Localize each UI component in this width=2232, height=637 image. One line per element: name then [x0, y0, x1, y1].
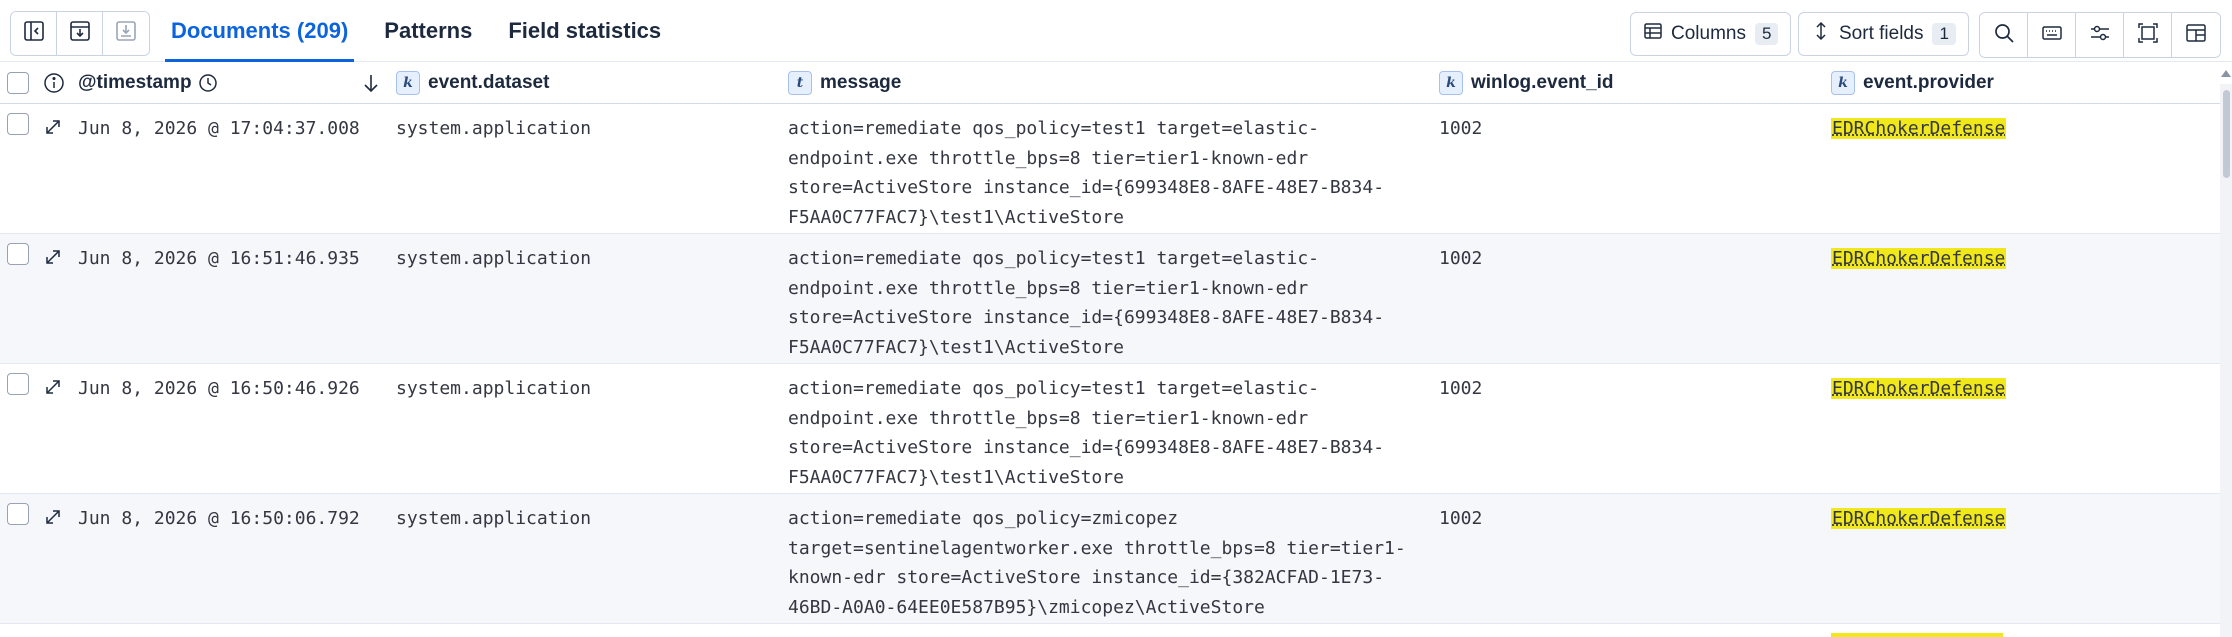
cell-event-dataset: system.application: [396, 118, 592, 139]
cell-message: action=remediate qos_policy=zmicopez tar…: [788, 508, 1406, 618]
column-header-winlog-event-id[interactable]: k winlog.event_id: [1439, 62, 1614, 104]
layout-button[interactable]: [2172, 13, 2220, 57]
save-document-icon: [69, 20, 91, 47]
cell-event-dataset: system.application: [396, 378, 592, 399]
expand-row-icon[interactable]: [43, 117, 63, 142]
clock-icon: [198, 73, 218, 93]
column-header-message-label: message: [820, 72, 902, 93]
cell-event-provider[interactable]: EDRChokerDefense: [1831, 508, 2007, 529]
cell-timestamp: Jun 8, 2026 @ 17:04:37.008: [78, 118, 360, 139]
cell-winlog-event-id: 1002: [1439, 378, 1483, 399]
sort-count-badge: 1: [1932, 23, 1956, 45]
table-row[interactable]: Jun 8, 2026 @ 16:50:06.792 system.applic…: [0, 494, 2220, 624]
row-select-checkbox[interactable]: [7, 503, 29, 525]
row-select-checkbox[interactable]: [7, 113, 29, 135]
keyword-type-icon: k: [396, 71, 420, 95]
sort-descending-icon[interactable]: [362, 62, 380, 104]
cell-timestamp: Jun 8, 2026 @ 16:51:46.935: [78, 248, 360, 269]
keyword-type-icon: k: [1439, 71, 1463, 95]
table-row-partial: [0, 624, 2220, 637]
cell-winlog-event-id: 1002: [1439, 118, 1483, 139]
column-header-timestamp[interactable]: @timestamp: [78, 62, 218, 104]
columns-count-badge: 5: [1754, 23, 1779, 45]
table-row[interactable]: Jun 8, 2026 @ 17:04:37.008 system.applic…: [0, 104, 2220, 234]
cell-event-provider[interactable]: EDRChokerDefense: [1831, 378, 2007, 399]
cell-timestamp: Jun 8, 2026 @ 16:50:06.792: [78, 508, 360, 529]
tab-field-statistics[interactable]: Field statistics: [508, 18, 662, 43]
tab-documents[interactable]: Documents (209): [165, 0, 355, 62]
vertical-scrollbar[interactable]: [2220, 84, 2232, 637]
download-icon: [115, 20, 137, 47]
display-settings-button[interactable]: [2076, 13, 2124, 57]
cell-event-dataset: system.application: [396, 248, 592, 269]
info-icon[interactable]: [43, 62, 65, 104]
keyword-type-icon: k: [1831, 71, 1855, 95]
collapse-sidebar-icon: [23, 20, 45, 47]
column-header-timestamp-label: @timestamp: [78, 72, 192, 93]
cell-message: action=remediate qos_policy=test1 target…: [788, 378, 1385, 488]
toolbar-right-icon-group: [1979, 12, 2221, 58]
column-header-winlog-event-id-label: winlog.event_id: [1471, 72, 1614, 93]
grid-toolbar: Documents (209) Patterns Field statistic…: [0, 0, 2232, 62]
columns-button[interactable]: Columns 5: [1630, 12, 1792, 56]
keyboard-icon: [2041, 22, 2063, 49]
row-select-checkbox[interactable]: [7, 373, 29, 395]
cell-message: action=remediate qos_policy=test1 target…: [788, 248, 1385, 358]
sort-fields-label: Sort fields: [1839, 23, 1924, 44]
settings-sliders-icon: [2089, 22, 2111, 49]
toolbar-left-icon-group: [10, 11, 150, 56]
expand-row-icon[interactable]: [43, 507, 63, 532]
select-all-checkbox[interactable]: [7, 62, 29, 104]
fullscreen-button[interactable]: [2124, 13, 2172, 57]
search-icon: [1993, 22, 2015, 49]
collapse-sidebar-button[interactable]: [11, 12, 57, 55]
column-header-event-provider[interactable]: k event.provider: [1831, 62, 1994, 104]
download-button[interactable]: [103, 12, 149, 55]
text-type-icon: t: [788, 71, 812, 95]
scroll-up-arrow-icon[interactable]: [2221, 70, 2231, 77]
table-columns-icon: [1643, 21, 1671, 47]
table-row[interactable]: Jun 8, 2026 @ 16:50:46.926 system.applic…: [0, 364, 2220, 494]
cell-event-provider[interactable]: EDRChokerDefense: [1831, 248, 2007, 269]
layout-icon: [2185, 22, 2207, 49]
cell-winlog-event-id: 1002: [1439, 248, 1483, 269]
columns-label: Columns: [1671, 23, 1746, 44]
column-header-message[interactable]: t message: [788, 62, 901, 104]
tab-patterns[interactable]: Patterns: [384, 18, 473, 43]
grid-header-row: @timestamp k event.dataset t message k w…: [0, 62, 2220, 104]
row-select-checkbox[interactable]: [7, 243, 29, 265]
cell-winlog-event-id: 1002: [1439, 508, 1483, 529]
sort-fields-button[interactable]: Sort fields 1: [1798, 12, 1969, 56]
sort-arrows-icon: [1811, 21, 1839, 47]
view-tabs: Documents (209) Patterns Field statistic…: [165, 0, 691, 62]
column-header-event-dataset-label: event.dataset: [428, 72, 550, 93]
cell-message: action=remediate qos_policy=test1 target…: [788, 118, 1385, 228]
expand-row-icon[interactable]: [43, 247, 63, 272]
scrollbar-thumb[interactable]: [2223, 90, 2230, 178]
expand-row-icon[interactable]: [43, 377, 63, 402]
cell-timestamp: Jun 8, 2026 @ 16:50:46.926: [78, 378, 360, 399]
fullscreen-icon: [2137, 22, 2159, 49]
table-row[interactable]: Jun 8, 2026 @ 16:51:46.935 system.applic…: [0, 234, 2220, 364]
keyboard-shortcuts-button[interactable]: [2028, 13, 2076, 57]
save-document-button[interactable]: [57, 12, 103, 55]
column-header-event-dataset[interactable]: k event.dataset: [396, 62, 549, 104]
column-header-event-provider-label: event.provider: [1863, 72, 1994, 93]
cell-event-provider[interactable]: EDRChokerDefense: [1831, 118, 2007, 139]
search-button[interactable]: [1980, 13, 2028, 57]
cell-event-dataset: system.application: [396, 508, 592, 529]
partial-provider-highlight: [1831, 633, 2003, 637]
